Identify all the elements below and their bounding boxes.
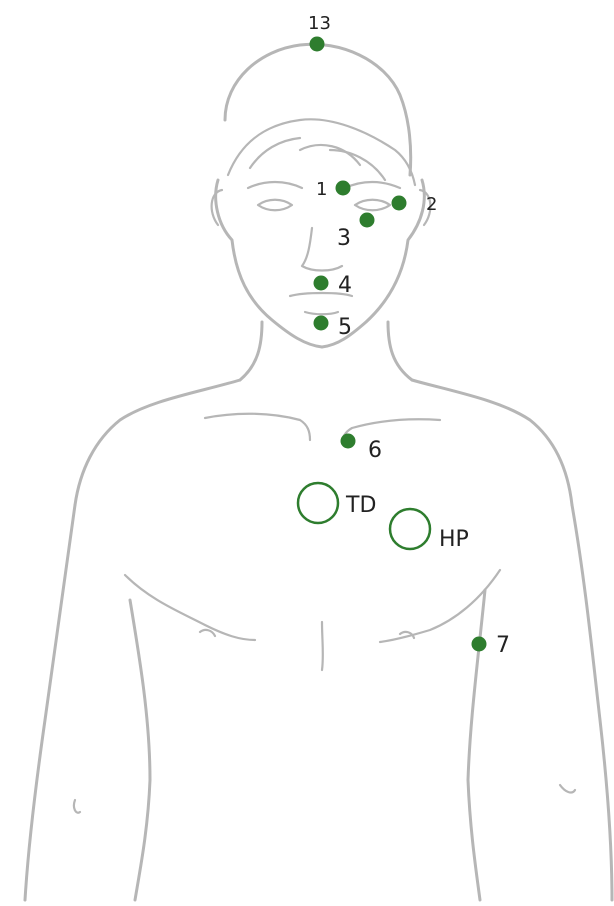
brow-left xyxy=(248,182,302,188)
ring-HP-label: HP xyxy=(439,527,469,552)
chin-line xyxy=(305,312,338,314)
neck-right xyxy=(388,322,412,380)
point-1-marker[interactable] xyxy=(336,181,351,196)
face-left xyxy=(216,180,322,347)
point-4-label: 4 xyxy=(338,273,352,298)
clavicle-right xyxy=(342,419,440,442)
point-4-marker[interactable] xyxy=(314,276,329,291)
arm-right-outer xyxy=(572,505,612,900)
eye-left xyxy=(258,200,292,211)
hair-fringe xyxy=(228,119,415,185)
point-5-marker[interactable] xyxy=(314,316,329,331)
clavicle-left xyxy=(205,414,310,440)
point-5-label: 5 xyxy=(338,315,352,340)
elbow-right xyxy=(560,785,575,792)
arm-left-outer xyxy=(25,505,75,900)
ring-TD-marker[interactable] xyxy=(298,483,338,523)
point-2-marker[interactable] xyxy=(392,196,407,211)
point-6-label: 6 xyxy=(368,438,382,463)
arm-left-inner xyxy=(130,600,150,900)
ring-HP-marker[interactable] xyxy=(390,509,430,549)
elbow-left xyxy=(74,800,80,813)
point-3-label: 3 xyxy=(337,226,351,251)
point-13-marker[interactable] xyxy=(310,37,325,52)
hair-strand xyxy=(330,150,385,180)
pectoral-left xyxy=(125,575,255,640)
point-7-marker[interactable] xyxy=(472,637,487,652)
hair-strand xyxy=(300,145,360,165)
eye-right xyxy=(355,200,390,211)
nose xyxy=(302,228,342,271)
point-6-marker[interactable] xyxy=(341,434,356,449)
arm-right-inner xyxy=(468,590,485,900)
ring-TD-label: TD xyxy=(345,493,376,518)
sternum xyxy=(322,622,323,670)
hair-outline xyxy=(225,44,411,175)
point-3-marker[interactable] xyxy=(360,213,375,228)
point-13-label: 13 xyxy=(308,13,331,34)
shoulder-left xyxy=(75,380,240,505)
hair-strand xyxy=(250,138,300,168)
nipple-left xyxy=(200,630,215,636)
point-2-label: 2 xyxy=(426,194,437,215)
brow-right xyxy=(345,182,400,188)
point-7-label: 7 xyxy=(496,633,510,658)
point-1-label: 1 xyxy=(316,179,327,200)
neck-left xyxy=(240,322,262,380)
shoulder-right xyxy=(412,380,572,505)
